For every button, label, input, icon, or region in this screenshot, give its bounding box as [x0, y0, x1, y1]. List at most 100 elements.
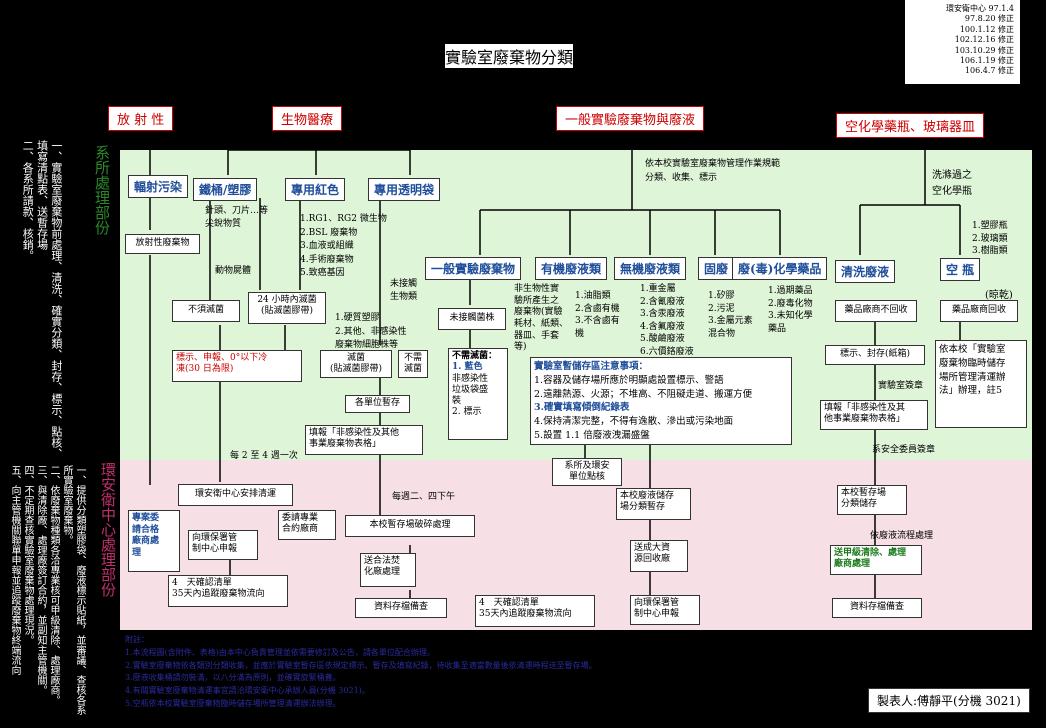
footnote-line: 1.本流程圖(含附件、表格)由本中心負責管理並依需要修訂及公告，請各單位配合辦理… [125, 647, 435, 657]
confirm-line: 4 天確認清單 [479, 598, 539, 608]
non-bio-line: 器皿、手套 [514, 330, 560, 341]
footnote-line: 4.有關實驗室廢棄物清運事宜請洽環安衛中心承辦人員(分機 3021)。 [125, 686, 370, 696]
class-a-line: 廠商處理 [834, 559, 871, 570]
maker-label: 製表人:傅靜平(分機 3021) [868, 688, 1030, 713]
send-legal-line: 送合法焚 [364, 556, 401, 566]
blue-bag-line: 裝 [452, 396, 462, 406]
send-legal-box: 送合法焚 化廠處理 [360, 553, 416, 587]
sharp-line: 尖銳物質 [205, 218, 242, 229]
center-zone-heading: 環安衛中心處理部份 [99, 462, 117, 597]
toxic-item: 2.廢毒化物 [768, 298, 813, 309]
head-radio-contam: 輻射污染 [128, 175, 189, 198]
unit-storage-box: 各單位暫存 [345, 395, 410, 413]
head-toxic-chem: 廢(毒)化學藥品 [732, 257, 828, 280]
org-items: 1.油脂類 2.含鹵有機 3.不含鹵有 機 [575, 290, 620, 340]
sterilize-line: (貼滅菌膠帶) [329, 364, 383, 375]
dept-check-line: 單位點核 [568, 472, 605, 483]
head-red-bag: 專用紅色 [285, 178, 346, 201]
blue-bag-line: 非感染性 [452, 373, 489, 384]
animal-note: 動物屍體 [215, 266, 252, 276]
label-freeze-line: 凍(30 日為限) [176, 364, 234, 375]
not-contact-line: 生物類 [390, 291, 418, 302]
hard-plastic-note: 1.硬質塑膠 2.其他、非感染性 廢棄物細胞株等 [335, 312, 407, 353]
wash-note-line: 洗滌過之 [932, 170, 972, 181]
dept-text-item: 二、各系所請款、核銷。 [21, 140, 35, 261]
blue-bag-box: 不需滅菌： 1. 藍色 非感染性 垃圾袋盛 裝 2. 標示 [448, 348, 508, 440]
blue-bag-line: 2. 標示 [452, 407, 482, 418]
report-env-box: 向環保署管 制中心申報 [188, 530, 258, 560]
report-env2-line: 向環保署管 [634, 598, 680, 608]
radio-waste-box: 放射性廢棄物 [125, 234, 200, 254]
inorg-item: 1.重金屬 [640, 284, 676, 294]
liquid-storage-line: 場分類暫存 [620, 502, 666, 513]
center-text-item: 四、不定期查核實驗室廢棄物處理現況。 [22, 465, 33, 645]
rule-note-line: 依本校實驗室廢棄物管理作業規範 [645, 159, 781, 169]
temp-store-box: 本校暫存場 分類儲存 [837, 485, 907, 515]
nonbio-form-line: 他事業廢棄物表格」 [824, 414, 906, 425]
school-storage-box: 本校暫存場破碎處理 [345, 515, 475, 537]
rule-note: 依本校實驗室廢棄物管理作業規範 分類、收集、標示 [645, 158, 780, 185]
sterilize-24h-box: 24 小時內滅菌 (貼滅菌膠帶) [248, 292, 326, 324]
label-freeze-box: 標示、申報、0°以下冷 凍(30 日為限) [172, 350, 302, 382]
not-needed-line: 不需 [403, 353, 422, 363]
inorg-items: 1.重金屬 2.含氰廢液 3.含汞廢液 4.含氟廢液 5.酸鹼廢液 6.六價鉻廢… [640, 283, 694, 359]
head-empty-bottle: 空 瓶 [940, 258, 981, 281]
non-bio-line: 耗材、紙類、 [514, 319, 569, 330]
storage-rule: 5.設置 1.1 倍廢液洩漏盛盤 [534, 429, 650, 441]
resource-box: 送成大資 源回收廠 [630, 540, 688, 572]
storage-rules-title: 實驗室暫儲存區注意事項： [534, 361, 649, 372]
head-solid: 固廢 [698, 257, 735, 280]
revision-line: 106.4.7 修正 [964, 66, 1014, 76]
non-bio-line: 非生物性實 [514, 284, 560, 294]
no-sterilize-box: 不須滅菌 [172, 300, 240, 322]
revision-line: 106.1.19 修正 [959, 55, 1014, 65]
hard-plastic-line: 廢棄物細胞株等 [335, 340, 399, 350]
return-line: 依本校「實驗室 [939, 344, 1006, 355]
special-line: 廠商處 [132, 536, 160, 547]
resource-line: 源回收廠 [634, 554, 671, 565]
special-line: 請合格 [132, 524, 160, 535]
head-transparent-bag: 專用透明袋 [368, 178, 441, 201]
nonbio-form-box: 填報「非感染性及其 他事業廢棄物表格」 [820, 400, 928, 430]
inorg-item: 3.含汞廢液 [640, 309, 685, 320]
inorg-item: 5.酸鹼廢液 [640, 334, 685, 345]
toxic-item: 1.過期藥品 [768, 286, 813, 296]
inorg-item: 4.含氟廢液 [640, 321, 685, 332]
bottle-item: 1.塑膠瓶 [972, 221, 1008, 231]
blue-bag-title: 不需滅菌： [452, 351, 498, 361]
liquid-storage-line: 本校廢液儲存 [620, 491, 675, 501]
not-contact-bac-box: 未接觸菌株 [438, 308, 506, 330]
not-needed-line: 滅菌 [403, 364, 422, 375]
resource-line: 送成大資 [634, 543, 671, 553]
special-line: 理 [132, 548, 142, 559]
temp-store-line: 本校暫存場 [841, 488, 887, 498]
dry-note: (晾乾) [985, 290, 1013, 301]
footnote-line: 5.空瓶依本校實驗室廢棄物臨時儲存場所管理清運辦法辦理。 [125, 698, 341, 708]
hard-plastic-line: 1.硬質塑膠 [335, 313, 380, 323]
vendor-no-return-box: 藥品廠商不回收 [835, 300, 917, 322]
category-general: 一般實驗廢棄物與廢液 [556, 106, 705, 131]
category-biomedical: 生物醫療 [272, 106, 343, 131]
toxic-item: 藥品 [768, 323, 787, 334]
not-needed-box: 不需 滅菌 [398, 350, 428, 378]
send-legal-line: 化廠處理 [364, 567, 401, 578]
sharp-line: 針頭、刀片…等 [205, 206, 269, 216]
report-env2-box: 向環保署管 制中心申報 [630, 595, 700, 625]
special-line: 專案委 [132, 513, 160, 523]
center-text-item: 一、提供分類塑膠袋、廢液標示貼紙，並審議、查核各系所實驗室廢棄物。 [61, 465, 85, 715]
org-item: 機 [575, 328, 585, 339]
storage-rule: 2.遠離熱源、火源；不堆高、不阻礙走道、搬運方便 [534, 388, 753, 400]
non-bio-line: 廢棄物(實驗 [514, 307, 563, 318]
center-schedule-box: 環安衛中心安排清運 [178, 484, 293, 506]
head-organic-liquid: 有機廢液類 [535, 257, 608, 280]
rule-note-line: 分類、收集、標示 [645, 172, 718, 183]
solid-item: 1.矽膠 [708, 291, 735, 301]
lab-manager-sign: 實驗室簽章 [878, 381, 924, 391]
category-radioactive: 放 射 性 [108, 106, 174, 131]
by-process-note: 依廢液流程處理 [870, 531, 934, 541]
confirm-line: 35天內追蹤廢棄物流向 [172, 589, 265, 600]
storage-rule: 4.保持清潔完整，不得有逸散、滲出或污染地面 [534, 416, 734, 428]
report-env2-line: 制中心申報 [634, 609, 680, 620]
sterilize-box: 滅菌 (貼滅菌膠帶) [320, 350, 392, 378]
footnote-line: 2.實驗室廢棄物依各類別分類收集，並應於實驗室暫存區依規定標示、暫存及填寫紀錄，… [125, 660, 597, 670]
